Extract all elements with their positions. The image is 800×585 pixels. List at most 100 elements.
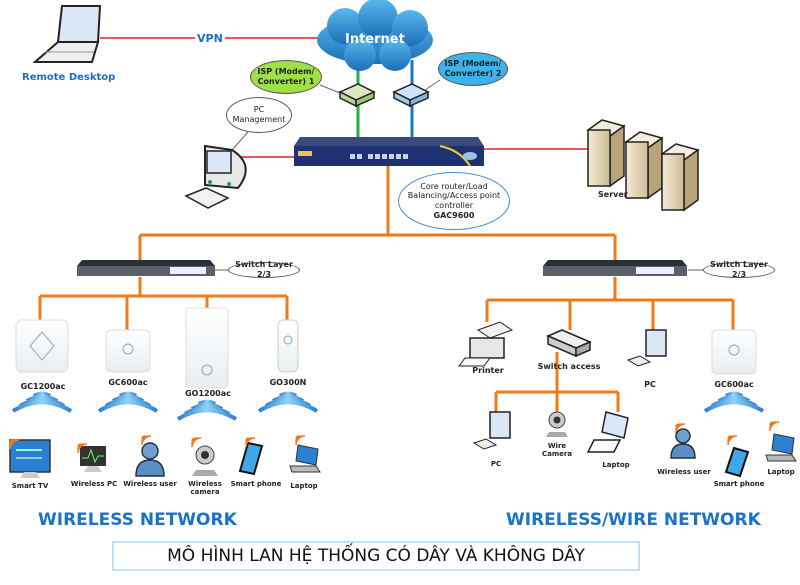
device-label: Printer (472, 366, 504, 375)
signal-arc (769, 421, 780, 432)
signal-arc (727, 435, 738, 446)
server-label: Server (598, 190, 628, 199)
ap-gc1200ac-icon[interactable] (15, 319, 69, 373)
client-label-line2: camera (190, 488, 220, 496)
client-label: Smart TV (11, 482, 49, 490)
switch-right-label: Switch Layer 2/3 (710, 260, 768, 279)
wired-laptop-icon[interactable] (586, 411, 629, 453)
right-laptop-icon[interactable] (765, 433, 797, 462)
ap-gc600ac-icon[interactable] (105, 329, 151, 373)
internet-cloud-icon (317, 0, 433, 71)
isp1-label-line1: ISP (Modem/ (257, 67, 315, 77)
ap-label: GC600ac (108, 378, 148, 387)
wire-camera-icon[interactable] (546, 411, 568, 437)
switch-right-icon[interactable] (543, 260, 687, 276)
right-wireless-user-icon[interactable] (670, 428, 696, 459)
wired-pc-icon[interactable] (472, 411, 511, 450)
right-smart-phone-icon[interactable] (724, 446, 750, 478)
printer-icon[interactable] (458, 321, 514, 367)
wireless-client-label: Smart phone (713, 480, 765, 488)
remote-desktop-label: Remote Desktop (22, 72, 116, 83)
wireless-client-label: Laptop (767, 468, 795, 476)
ap-label: GC1200ac (20, 382, 66, 391)
isp1-modem-icon[interactable] (338, 83, 376, 108)
wireless-client-label: Wireless user (657, 468, 711, 476)
wifi-wave-arc (176, 408, 238, 421)
client-label: Wireless PC (70, 480, 118, 488)
ap-gc600ac-right-icon[interactable] (711, 329, 757, 375)
signal-arc (675, 423, 686, 434)
switch-left-icon[interactable] (77, 260, 215, 276)
signal-arc (191, 437, 202, 448)
vpn-label: VPN (195, 32, 225, 45)
wifi-signal-waves (11, 391, 765, 421)
switch-left-label: Switch Layer 2/3 (235, 260, 293, 279)
ap-label: GO1200ac (185, 389, 231, 398)
switch-access-icon[interactable] (546, 329, 592, 358)
wired-client-label: PC (490, 460, 502, 468)
wireless-wire-network-title: WIRELESS/WIRE NETWORK (506, 510, 761, 530)
client-label: Smart phone (230, 480, 282, 488)
internet-label: Internet (345, 32, 405, 47)
signal-arc (77, 443, 88, 454)
client-signal-icons (9, 421, 780, 454)
device-label: PC (644, 380, 656, 389)
core-router-bubble: Core router/Load Balancing/Access point … (398, 172, 510, 230)
core-router-desc-line3: controller (434, 201, 474, 210)
pc-management-line1: PC (253, 105, 265, 115)
core-router-icon[interactable] (294, 137, 484, 167)
wifi-wave-arc (257, 400, 319, 413)
device-label: Switch access (537, 362, 601, 371)
core-router-desc-line1: Core router/Load (420, 181, 488, 191)
isp2-label-line1: ISP (Modem/ (444, 59, 502, 69)
wired-client-label-line1: Wire (547, 442, 567, 450)
pc-management-connector (231, 131, 249, 151)
wired-client-label-line2: Camera (541, 450, 573, 458)
ap-go1200ac-icon[interactable] (185, 307, 229, 389)
remote-desktop-laptop-icon[interactable] (32, 5, 102, 63)
wifi-wave-arc (97, 400, 159, 413)
signal-arc (9, 439, 20, 450)
diagram-banner-title: MÔ HÌNH LAN HỆ THỐNG CÓ DÂY VÀ KHÔNG DÂY (112, 541, 640, 571)
isp1-bubble: ISP (Modem/Converter) 1 (250, 60, 322, 94)
wifi-wave-arc (11, 400, 73, 413)
isp2-connector (424, 79, 441, 91)
client-label: Laptop (290, 482, 318, 490)
pc-management-line2: Management (232, 115, 286, 124)
signal-arc (295, 435, 306, 446)
wireless-pc-icon[interactable] (80, 446, 106, 472)
client-label: Wireless user (123, 480, 177, 488)
wifi-wave-arc (32, 391, 52, 398)
isp1-label-line2: Converter) 1 (257, 77, 315, 86)
lan-cabling (38, 165, 735, 412)
wifi-wave-arc (278, 391, 298, 398)
ap-go300n-icon[interactable] (277, 319, 299, 373)
wireless-user-icon[interactable] (135, 442, 165, 477)
smart-phone-icon[interactable] (238, 441, 264, 476)
server-icon[interactable] (586, 119, 700, 212)
core-router-desc-line2: Balancing/Access point (407, 191, 501, 201)
wired-client-label: Laptop (602, 461, 630, 469)
wifi-wave-arc (197, 399, 217, 406)
wireless-camera-icon[interactable] (192, 445, 218, 476)
client-label-line1: Wireless (188, 480, 222, 488)
wifi-wave-arc (118, 391, 138, 398)
isp2-label-line2: Converter) 2 (444, 69, 502, 78)
wifi-wave-arc (724, 391, 744, 398)
laptop-icon[interactable] (289, 444, 321, 473)
switch-left-bubble: Switch Layer 2/3 (228, 260, 300, 279)
isp2-modem-icon[interactable] (392, 83, 430, 108)
wireless-network-title: WIRELESS NETWORK (38, 510, 237, 530)
ap-label: GO300N (269, 378, 307, 387)
switch-right-bubble: Switch Layer 2/3 (703, 260, 775, 279)
isp2-bubble: ISP (Modem/Converter) 2 (438, 52, 508, 86)
smart-tv-icon[interactable] (9, 439, 51, 478)
pc-management-computer-icon[interactable] (184, 144, 247, 209)
core-router-model: GAC9600 (433, 210, 475, 220)
pc-icon[interactable] (626, 329, 667, 367)
